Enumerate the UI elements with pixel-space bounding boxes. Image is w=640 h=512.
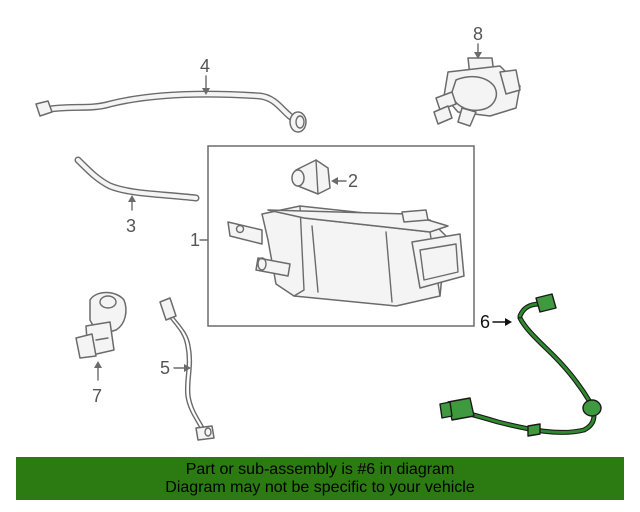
part-2-valve[interactable] [291, 159, 331, 195]
part-6-sensor-highlighted[interactable] [439, 293, 602, 437]
callout-6: 6 [480, 312, 512, 332]
svg-text:6: 6 [480, 312, 490, 332]
info-banner: Part or sub-assembly is #6 in diagram Di… [16, 457, 624, 500]
svg-text:3: 3 [126, 216, 136, 236]
callout-3: 3 [126, 195, 136, 236]
callout-2: 2 [331, 171, 358, 191]
callout-1: 1 [190, 230, 208, 250]
banner-line-part: Part or sub-assembly is #6 in diagram [185, 461, 455, 478]
svg-text:1: 1 [190, 230, 200, 250]
callout-7: 7 [92, 361, 102, 406]
part-5-sensor[interactable] [159, 297, 215, 441]
svg-text:2: 2 [348, 171, 358, 191]
svg-text:8: 8 [473, 24, 483, 44]
part-1-canister-assembly[interactable] [207, 145, 475, 327]
callout-4: 4 [200, 56, 210, 95]
part-3-hose[interactable] [74, 156, 200, 202]
part-7-sensor[interactable] [75, 291, 127, 359]
svg-text:4: 4 [200, 56, 210, 76]
callout-8: 8 [473, 24, 483, 59]
svg-text:5: 5 [160, 358, 170, 378]
part-8-purge-valve[interactable] [433, 57, 521, 127]
callout-5: 5 [160, 358, 191, 378]
part-4-vent-hose[interactable] [35, 90, 307, 133]
banner-line-disclaimer: Diagram may not be specific to your vehi… [165, 479, 475, 496]
svg-text:7: 7 [92, 386, 102, 406]
